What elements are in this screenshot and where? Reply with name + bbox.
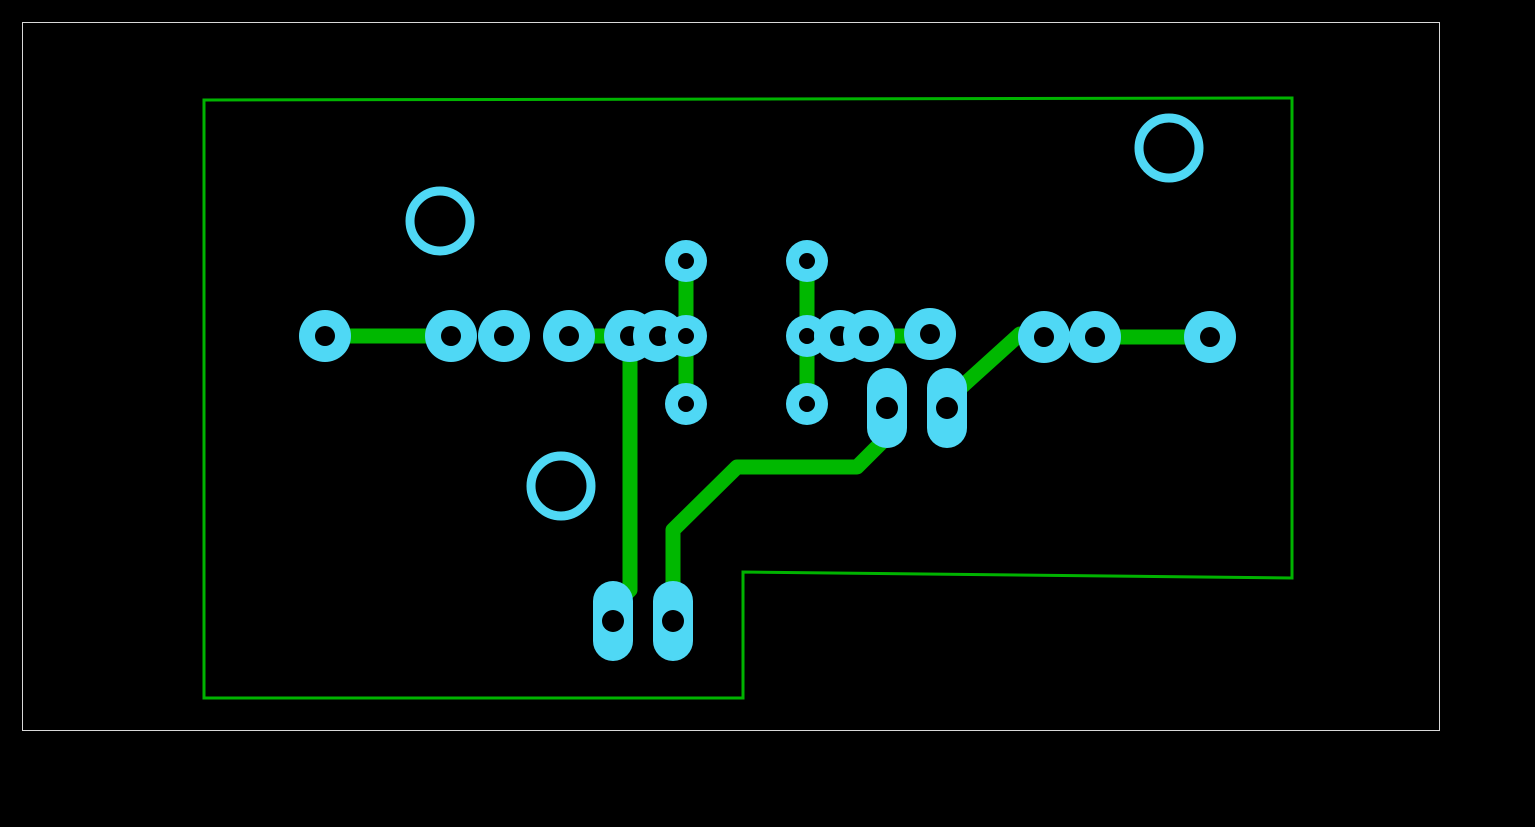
- mounting-hole: [405, 186, 475, 256]
- drill-hole: [1200, 327, 1220, 347]
- drill-hole: [799, 396, 815, 412]
- drill-hole: [678, 328, 694, 344]
- drill-hole: [315, 326, 335, 346]
- mounting-hole: [526, 451, 596, 521]
- drill-hole: [1034, 327, 1054, 347]
- drill-hole: [678, 396, 694, 412]
- drill-hole: [559, 326, 579, 346]
- board-outline: [202, 96, 1294, 700]
- mounting-hole: [1134, 113, 1204, 183]
- drill-hole: [876, 397, 898, 419]
- mounting-holes: [405, 113, 1204, 521]
- drill-hole: [920, 324, 940, 344]
- drill-hole: [649, 326, 669, 346]
- drill-hole: [441, 326, 461, 346]
- drill-hole: [936, 397, 958, 419]
- drill-hole: [662, 610, 684, 632]
- drawing-frame: [22, 22, 1440, 731]
- drill-hole: [859, 326, 879, 346]
- drill-hole: [678, 253, 694, 269]
- oblong-pads: [593, 368, 967, 661]
- round-pads: [299, 240, 1236, 425]
- drill-hole: [799, 328, 815, 344]
- drill-hole: [494, 326, 514, 346]
- drill-hole: [1085, 327, 1105, 347]
- drill-hole: [799, 253, 815, 269]
- drill-hole: [602, 610, 624, 632]
